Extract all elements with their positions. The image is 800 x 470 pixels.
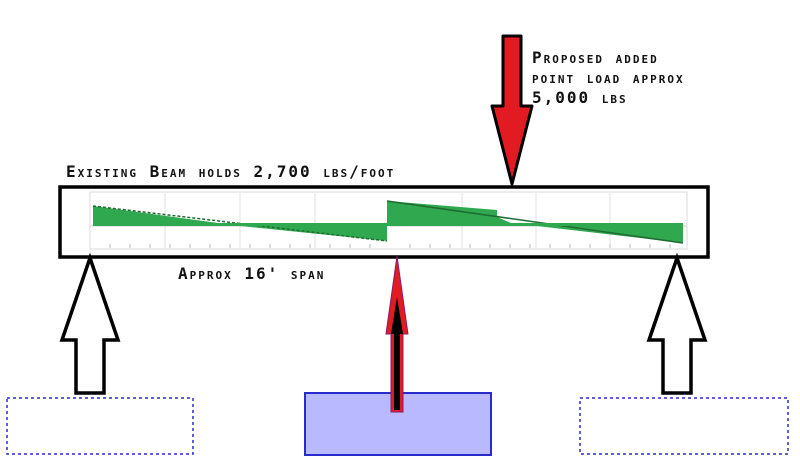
shear-region-right-positive — [387, 201, 511, 223]
shear-baseline — [93, 223, 683, 226]
shear-region-right-negative — [511, 223, 683, 243]
shear-line-left — [92, 205, 388, 242]
proposed-load-label-line1: Proposed added — [532, 48, 659, 67]
up-arrow-black-inner — [391, 297, 403, 410]
proposed-load-label-line3: 5,000 lbs — [532, 88, 628, 107]
beam-capacity-label: Existing Beam holds 2,700 lbs/foot — [66, 162, 395, 181]
shear-line-right — [386, 200, 684, 244]
right-footing — [579, 397, 789, 455]
proposed-load-label-line2: point load approx — [532, 68, 685, 87]
up-arrow-outline-icon — [59, 252, 121, 395]
left-support-arrow — [59, 252, 121, 395]
center-support-arrow — [385, 255, 409, 413]
left-footing — [6, 397, 194, 455]
down-arrow-red-icon — [490, 34, 534, 186]
shear-diagram — [89, 191, 688, 250]
point-load-arrow — [490, 34, 534, 186]
up-arrow-outline-icon — [646, 252, 708, 395]
right-support-arrow — [646, 252, 708, 395]
shear-region-left-negative — [240, 226, 387, 241]
span-label: Approx 16' span — [178, 264, 325, 283]
